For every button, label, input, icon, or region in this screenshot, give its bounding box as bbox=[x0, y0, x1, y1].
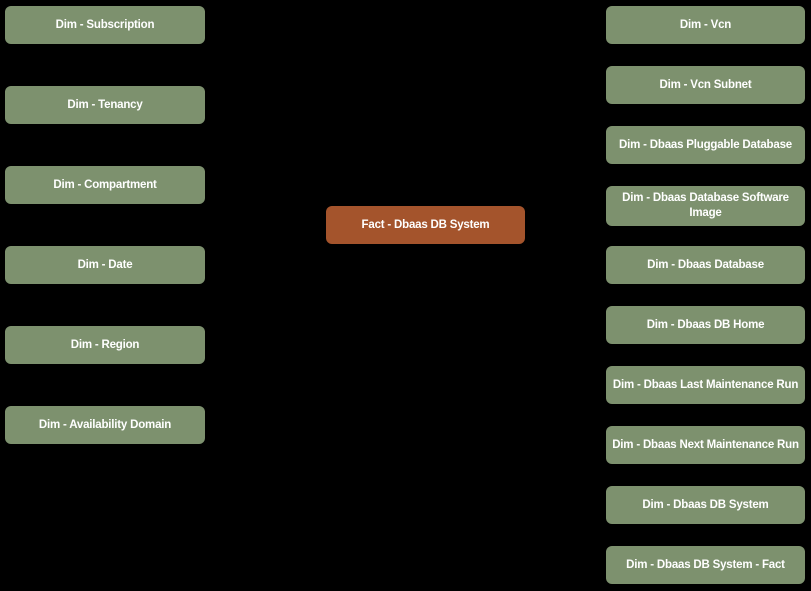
dim-node-availability-domain[interactable]: Dim - Availability Domain bbox=[5, 406, 205, 444]
fact-node-dbaas-db-system[interactable]: Fact - Dbaas DB System bbox=[326, 206, 525, 244]
dim-node-dbaas-last-maintenance-run[interactable]: Dim - Dbaas Last Maintenance Run bbox=[606, 366, 805, 404]
dim-node-dbaas-db-system-fact[interactable]: Dim - Dbaas DB System - Fact bbox=[606, 546, 805, 584]
dim-node-dbaas-database[interactable]: Dim - Dbaas Database bbox=[606, 246, 805, 284]
dim-node-dbaas-db-system[interactable]: Dim - Dbaas DB System bbox=[606, 486, 805, 524]
dim-node-date[interactable]: Dim - Date bbox=[5, 246, 205, 284]
dim-node-vcn-subnet[interactable]: Dim - Vcn Subnet bbox=[606, 66, 805, 104]
dim-node-compartment[interactable]: Dim - Compartment bbox=[5, 166, 205, 204]
dim-node-subscription[interactable]: Dim - Subscription bbox=[5, 6, 205, 44]
dim-node-dbaas-db-home[interactable]: Dim - Dbaas DB Home bbox=[606, 306, 805, 344]
dim-node-vcn[interactable]: Dim - Vcn bbox=[606, 6, 805, 44]
dim-node-dbaas-database-software-image[interactable]: Dim - Dbaas Database Software Image bbox=[606, 186, 805, 226]
dim-node-tenancy[interactable]: Dim - Tenancy bbox=[5, 86, 205, 124]
dim-node-dbaas-next-maintenance-run[interactable]: Dim - Dbaas Next Maintenance Run bbox=[606, 426, 805, 464]
dim-node-dbaas-pluggable-database[interactable]: Dim - Dbaas Pluggable Database bbox=[606, 126, 805, 164]
dim-node-region[interactable]: Dim - Region bbox=[5, 326, 205, 364]
